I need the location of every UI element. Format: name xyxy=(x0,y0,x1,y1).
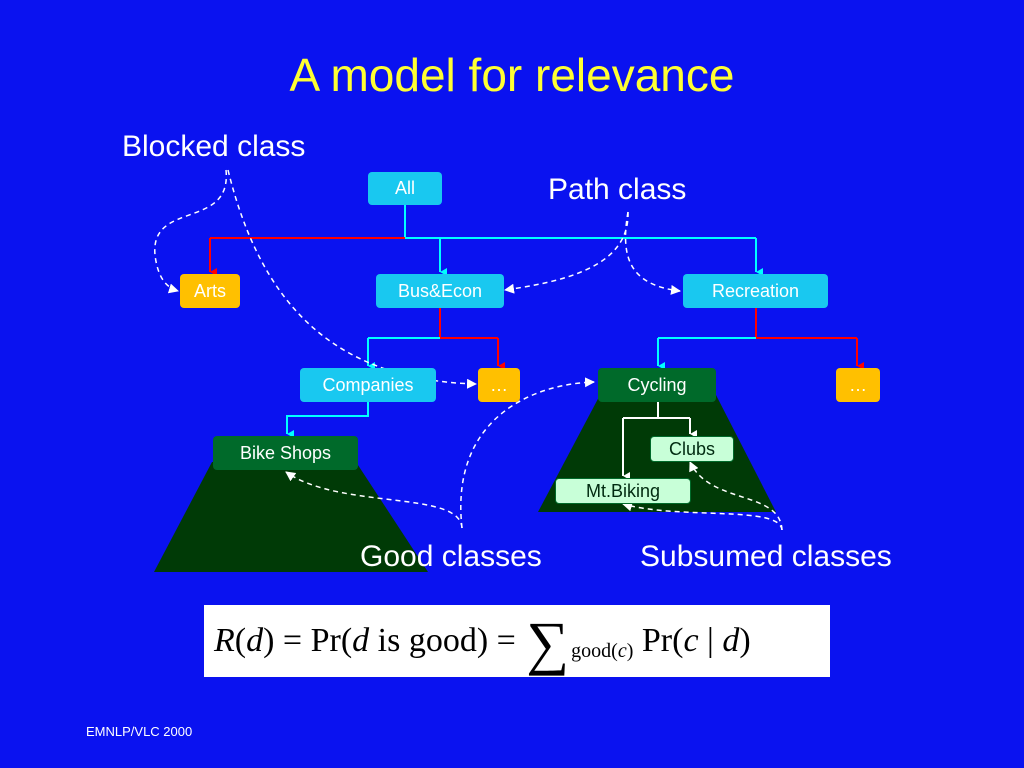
callout-arrow-good-cycling xyxy=(460,377,595,529)
formula-is-good: is good xyxy=(377,622,477,659)
callout-arrow-subsumed-mtbiking xyxy=(622,501,783,531)
sum-symbol: ∑ xyxy=(526,610,570,676)
formula-d-2: d xyxy=(722,622,740,659)
node-arts: Arts xyxy=(180,274,240,308)
callout-subsumed-classes: Subsumed classes xyxy=(640,540,892,573)
callout-arrow-good-bikeshops xyxy=(285,471,463,529)
node-cycling: Cycling xyxy=(598,368,716,402)
footer: EMNLP/VLC 2000 xyxy=(86,724,193,739)
callout-path-class: Path class xyxy=(548,173,687,206)
callout-arrow-subsumed-clubs xyxy=(689,461,783,531)
formula-pr-2: Pr xyxy=(641,622,673,659)
edge-companies-bikeshops xyxy=(286,402,369,438)
slide-title: A model for relevance xyxy=(289,49,735,101)
callout-blocked-class: Blocked class xyxy=(122,130,306,163)
formula-pr: Pr xyxy=(310,622,341,659)
sum-subscript: good(c) xyxy=(571,639,634,662)
node-mt-biking: Mt.Biking xyxy=(555,478,691,504)
relevance-formula: R(d) = Pr(d is good) = ∑good(c) Pr(c | d… xyxy=(204,605,830,677)
formula-c: c xyxy=(683,622,699,659)
formula-lhs-arg: d xyxy=(246,622,264,659)
node-bus-econ: Bus&Econ xyxy=(376,274,504,308)
node-ellipsis-busecon: … xyxy=(478,368,520,402)
node-ellipsis-recreation: … xyxy=(836,368,880,402)
callout-arrow-path-busecon xyxy=(504,211,629,294)
node-clubs: Clubs xyxy=(650,436,734,462)
formula-bar: | xyxy=(707,622,714,659)
node-all: All xyxy=(368,172,442,205)
callout-arrow-blocked-arts xyxy=(154,169,227,294)
formula-r: R xyxy=(214,622,235,659)
callout-good-classes: Good classes xyxy=(360,540,542,573)
node-recreation: Recreation xyxy=(683,274,828,308)
node-bike-shops: Bike Shops xyxy=(213,436,358,470)
good-subtree-bikeshops xyxy=(154,462,428,572)
node-companies: Companies xyxy=(300,368,436,402)
formula-d: d xyxy=(352,622,370,659)
callout-arrow-path-recreation xyxy=(624,211,681,295)
